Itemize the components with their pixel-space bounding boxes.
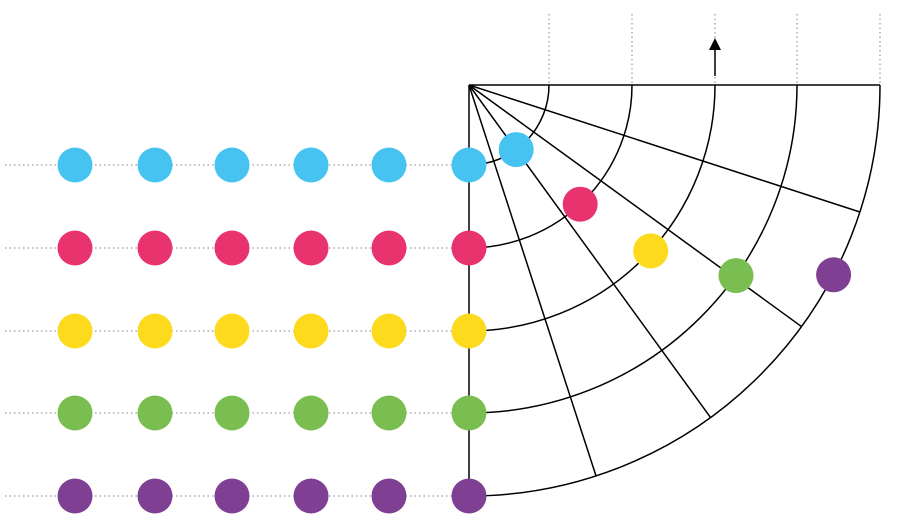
arc-dot-5 [816, 257, 852, 293]
dot-row-3-1 [57, 313, 93, 349]
dot-row-3-6 [451, 313, 487, 349]
arc-dot-2 [562, 186, 598, 222]
dot-row-1-5 [371, 147, 407, 183]
dot-row-5-1 [57, 478, 93, 514]
dot-rows [57, 147, 487, 514]
dot-row-2-5 [371, 230, 407, 266]
dot-row-2-3 [214, 230, 250, 266]
dot-row-2-1 [57, 230, 93, 266]
dot-row-4-3 [214, 395, 250, 431]
spoke-1 [468, 84, 597, 477]
arc-dot-4 [718, 258, 754, 294]
dot-row-5-6 [451, 478, 487, 514]
arc-2 [468, 84, 633, 249]
spoke-2 [468, 84, 712, 418]
dot-row-5-3 [214, 478, 250, 514]
arc-end-dots [498, 132, 852, 294]
dot-row-1-4 [293, 147, 329, 183]
dot-row-3-5 [371, 313, 407, 349]
dot-row-5-4 [293, 478, 329, 514]
dot-row-5-5 [371, 478, 407, 514]
dot-row-1-6 [451, 147, 487, 183]
dot-row-4-2 [137, 395, 173, 431]
dot-row-4-6 [451, 395, 487, 431]
dot-row-4-1 [57, 395, 93, 431]
dot-row-2-2 [137, 230, 173, 266]
dot-row-5-2 [137, 478, 173, 514]
dot-row-1-3 [214, 147, 250, 183]
arc-dot-3 [633, 233, 669, 269]
arc-5 [468, 84, 881, 497]
dot-row-1-1 [57, 147, 93, 183]
dot-row-1-2 [137, 147, 173, 183]
dot-row-3-3 [214, 313, 250, 349]
spoke-3 [468, 84, 802, 328]
arc-dot-1 [498, 132, 534, 168]
dot-row-2-4 [293, 230, 329, 266]
dot-row-3-2 [137, 313, 173, 349]
dot-row-2-6 [451, 230, 487, 266]
arc-4 [468, 84, 798, 414]
spoke-4 [468, 84, 861, 213]
dot-row-4-4 [293, 395, 329, 431]
dot-row-4-5 [371, 395, 407, 431]
dot-row-3-4 [293, 313, 329, 349]
